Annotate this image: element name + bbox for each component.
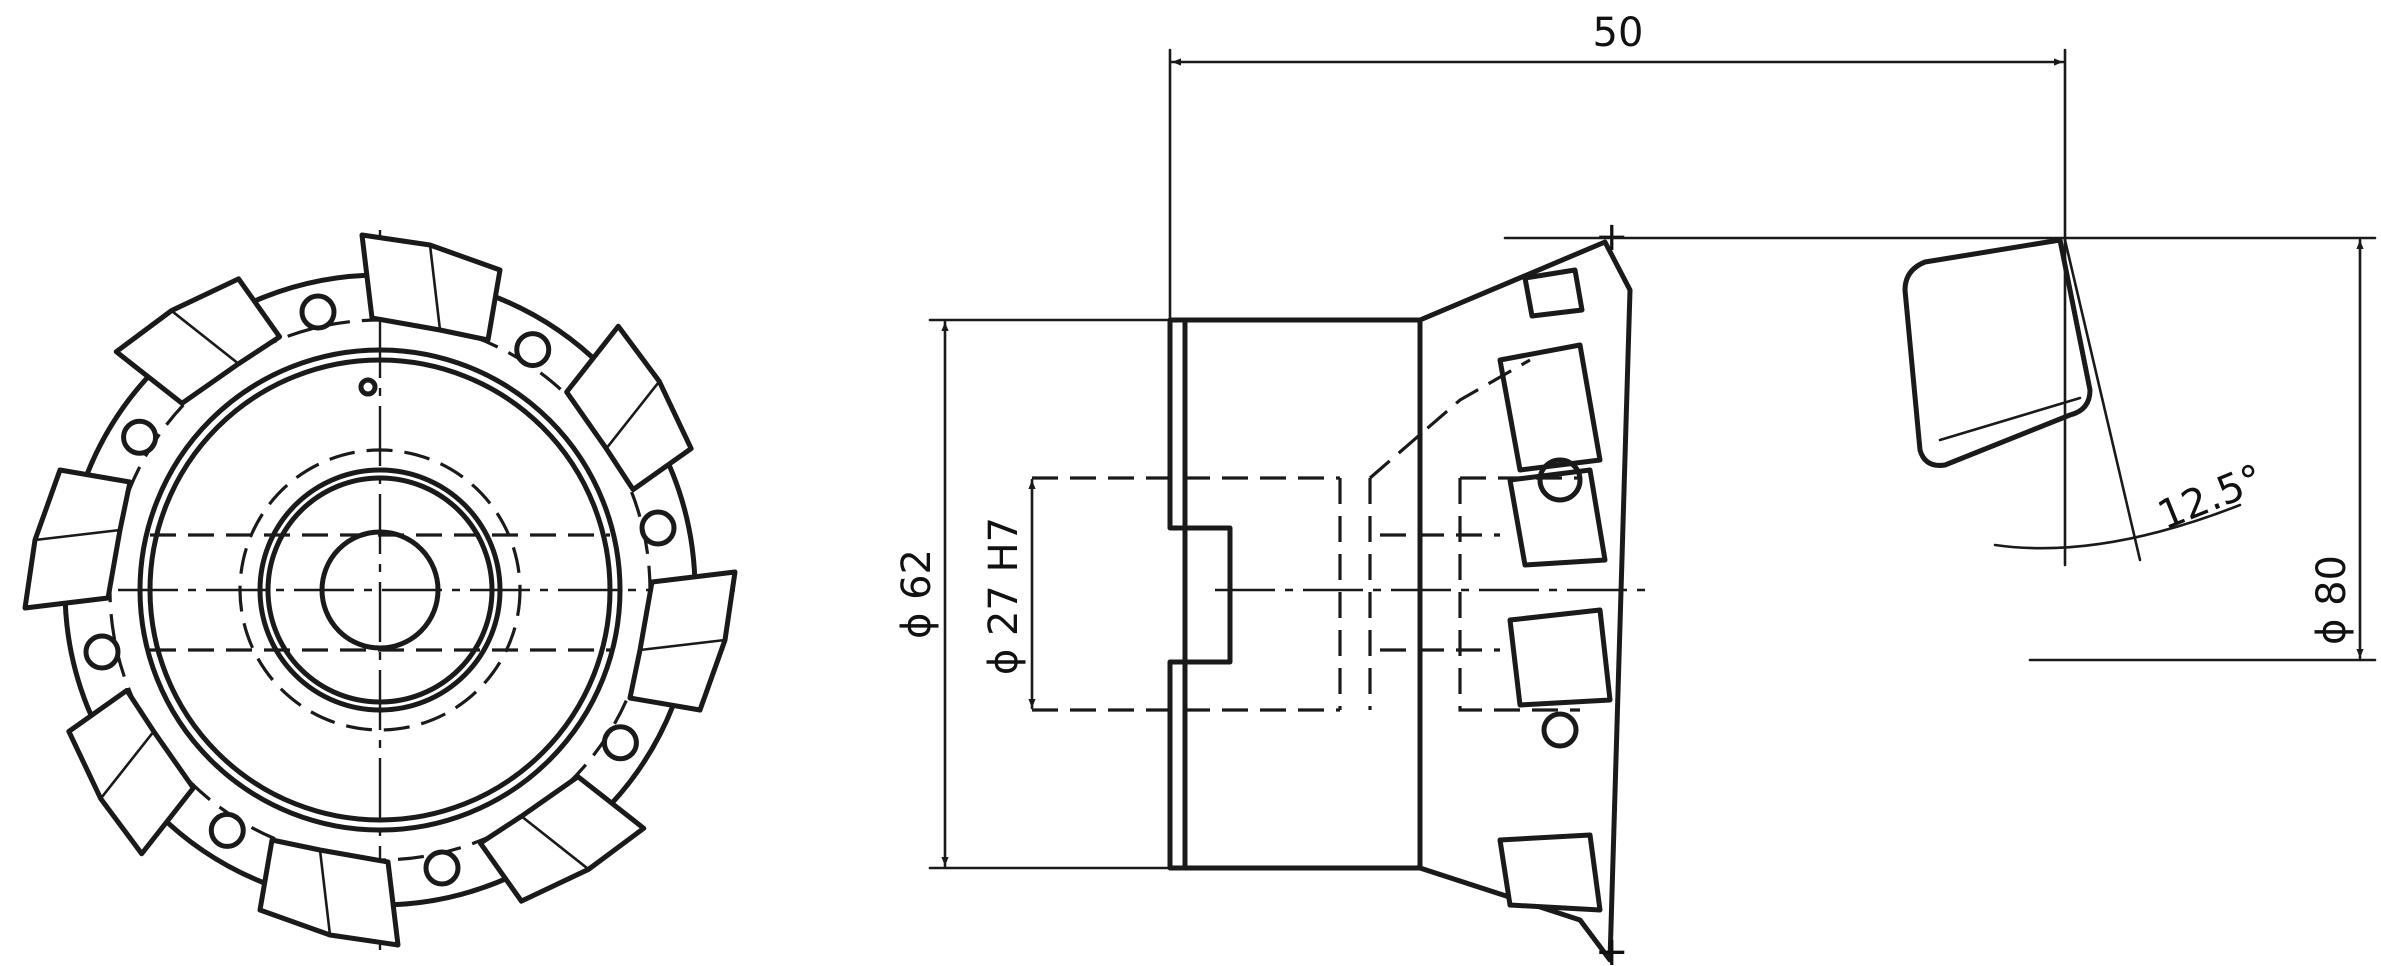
front-insert-7 <box>22 467 133 671</box>
dim-cutting-diameter: ϕ 80 <box>2309 555 2355 645</box>
side-insert-4 <box>1497 832 1603 913</box>
dim-lead-angle: 12.5° <box>2152 456 2270 540</box>
front-view <box>22 230 738 950</box>
front-insert-3 <box>627 509 738 713</box>
detail-insert <box>1902 237 2093 468</box>
insert-detail <box>1902 237 2242 567</box>
dim-body-diameter: ϕ 62 <box>894 549 940 639</box>
detail-angle-arc <box>1993 503 2242 550</box>
side-view: + + <box>1032 214 1645 966</box>
detail-lead-line <box>2063 238 2142 562</box>
front-insert-6 <box>66 687 246 857</box>
side-insert-top <box>1522 267 1585 319</box>
detail-insert-edge <box>1938 396 2082 442</box>
dim-bore-diameter: ϕ 27 H7 <box>981 517 1027 675</box>
side-head-outline <box>1417 239 1633 963</box>
dim-overall-length: 50 <box>1593 10 1644 56</box>
front-inserts <box>22 232 738 948</box>
side-axis-mark: + <box>1595 929 1629 966</box>
dimensions: 50 ϕ 80 ϕ 62 ϕ 27 H7 12.5° <box>894 10 2377 870</box>
side-hidden-pocket <box>1458 478 1580 712</box>
front-insert-5 <box>257 837 461 948</box>
front-insert-4 <box>477 724 647 904</box>
front-small-hole <box>358 377 378 397</box>
side-insert-2 <box>1507 467 1608 568</box>
side-insert-3 <box>1507 607 1613 708</box>
side-screw-1 <box>1537 457 1583 503</box>
front-insert-2 <box>514 323 694 493</box>
side-body-outline <box>1167 317 1423 871</box>
side-screw-2 <box>1541 711 1579 749</box>
front-insert-1 <box>299 232 503 343</box>
front-insert-8 <box>113 276 283 456</box>
side-insert-1 <box>1497 342 1603 473</box>
side-hidden-coolant <box>1368 358 1531 480</box>
